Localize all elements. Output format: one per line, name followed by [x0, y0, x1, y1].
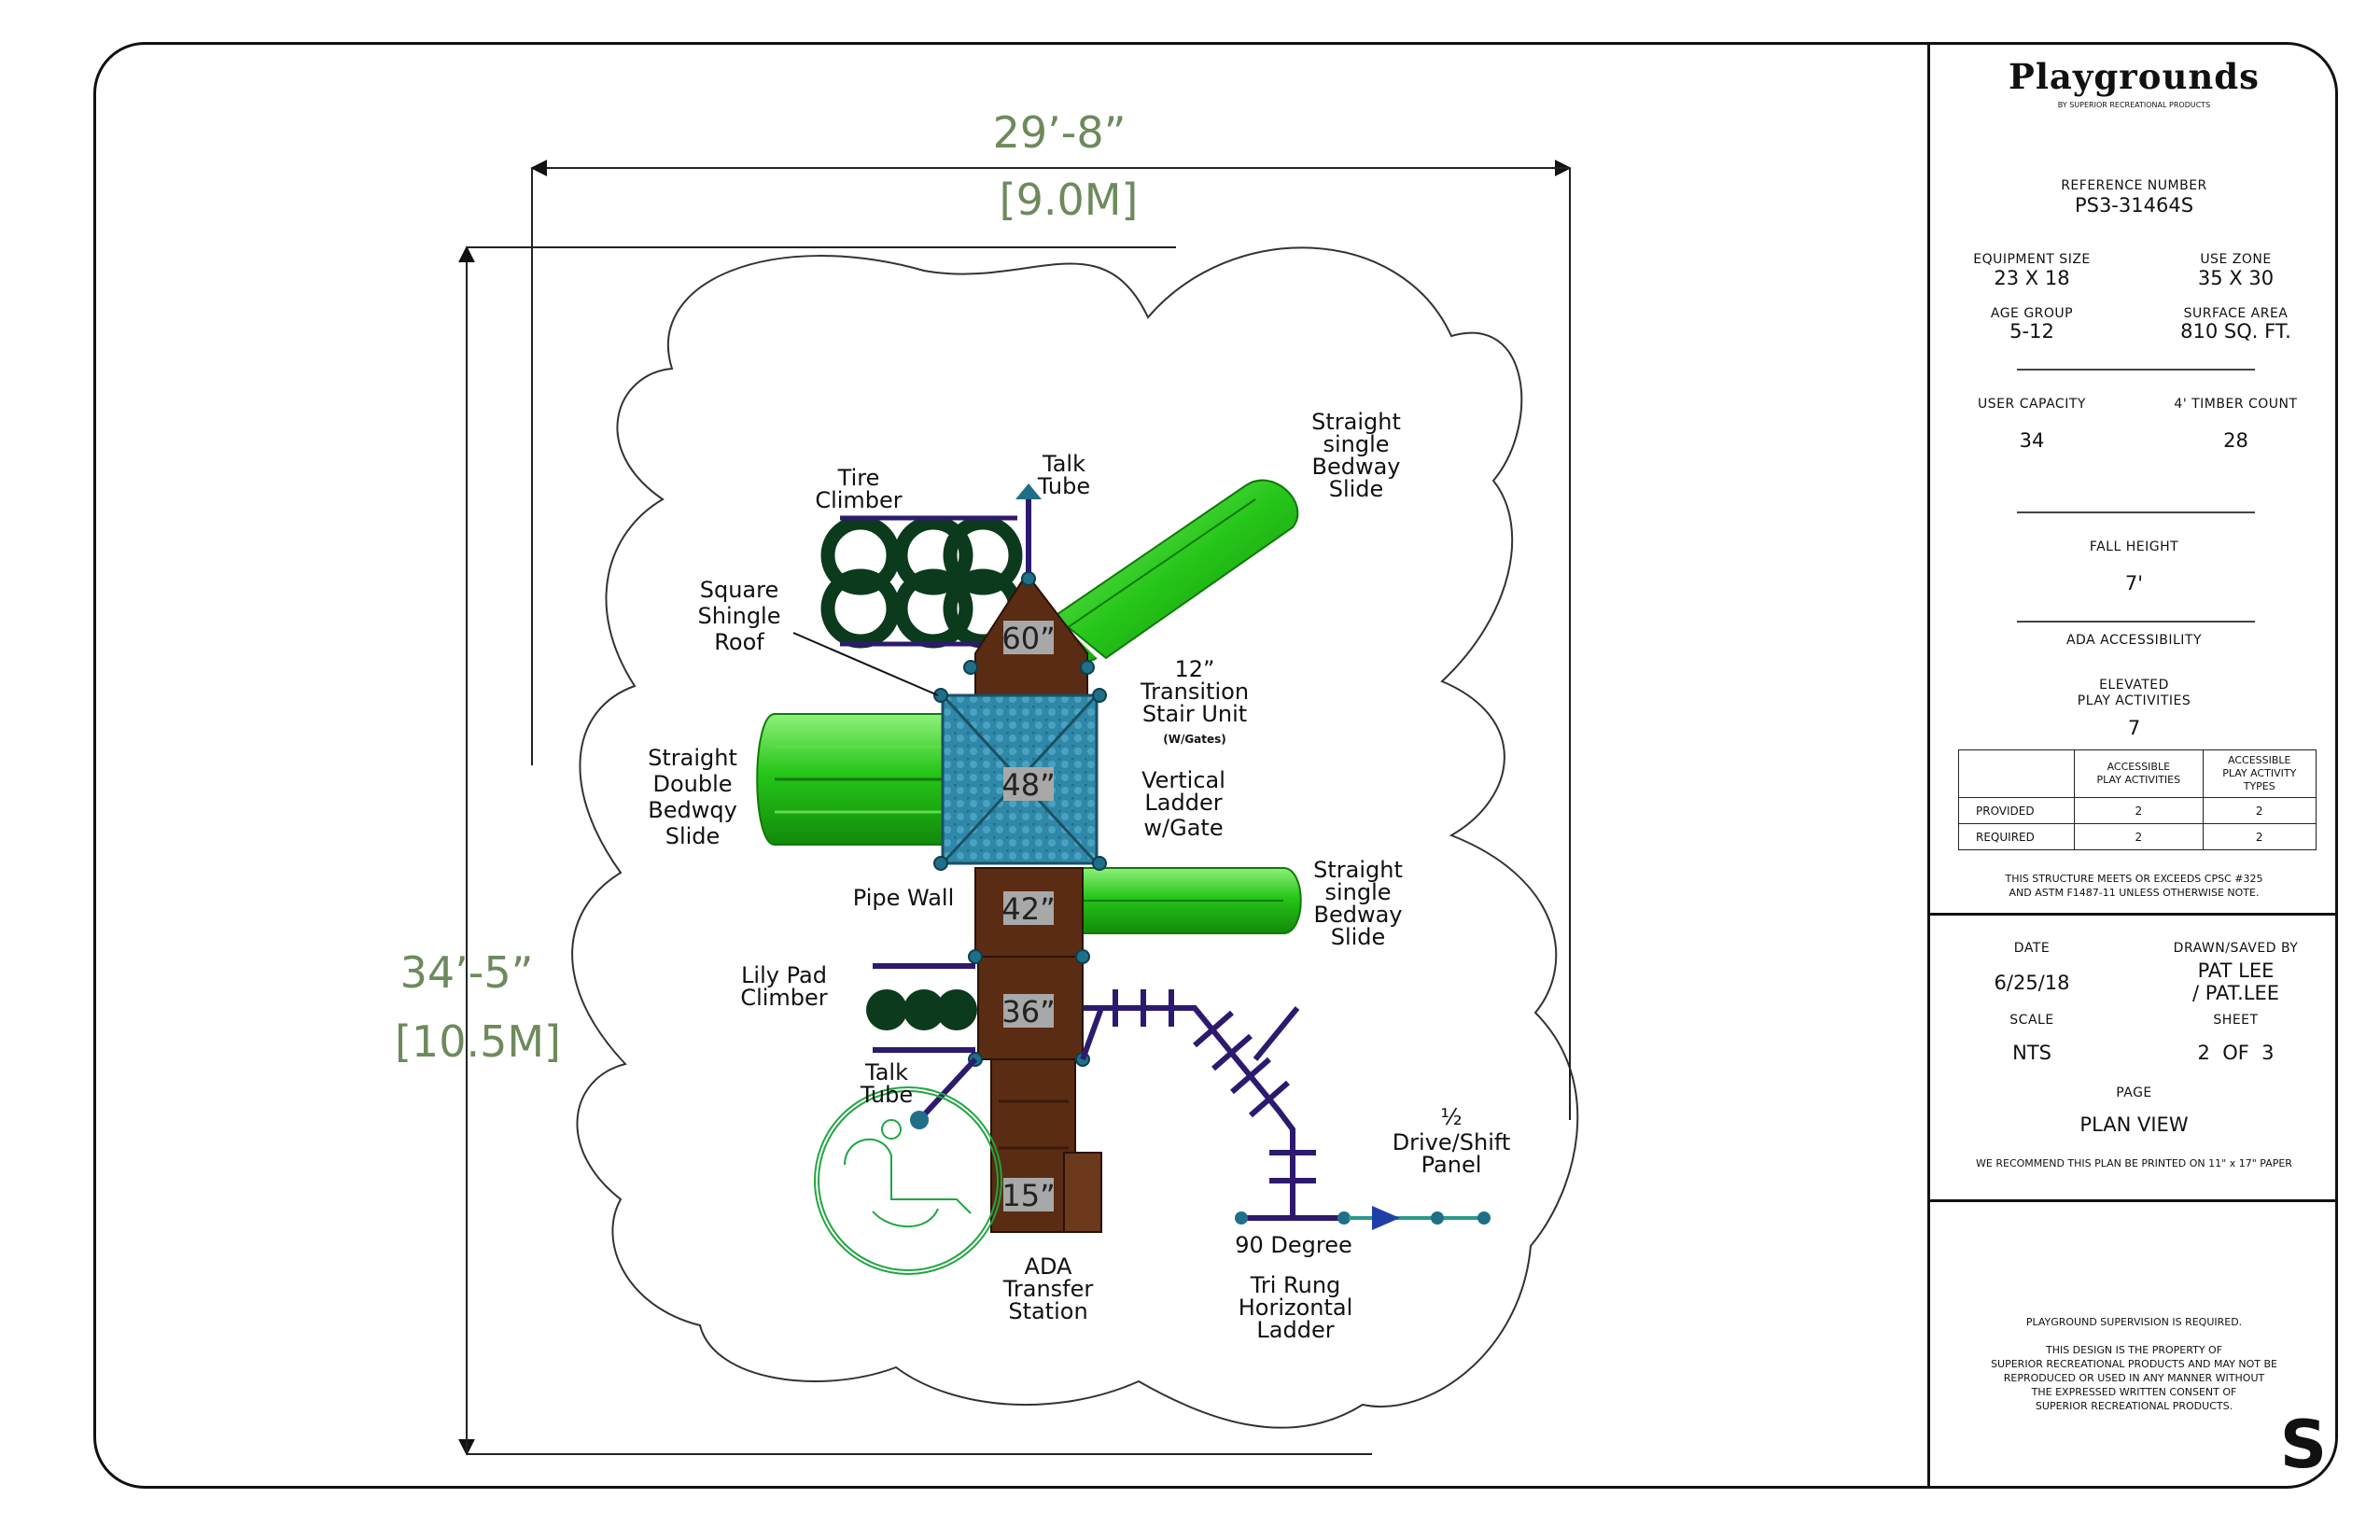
- divider-rule: [2017, 369, 2255, 371]
- callout-transition-stair-note: (W/Gates): [1163, 733, 1226, 746]
- width-m-label: [9.0M]: [1000, 175, 1139, 225]
- property-note-1: THIS DESIGN IS THE PROPERTY OF: [2045, 1344, 2223, 1356]
- drawn-value-2: / PAT.LEE: [2191, 982, 2280, 1004]
- property-note-5: SUPERIOR RECREATIONAL PRODUCTS.: [2035, 1400, 2233, 1412]
- drive-shift-panel: [1349, 1206, 1491, 1230]
- user-capacity-value: 34: [2019, 429, 2045, 452]
- double-slide: [756, 713, 948, 846]
- deck-height-60: 60”: [1001, 621, 1055, 656]
- divider-rule: [2017, 511, 2255, 513]
- brand-subtitle: BY SUPERIOR RECREATIONAL PRODUCTS: [2057, 101, 2211, 109]
- ada-table-corner: [1957, 749, 2076, 798]
- table-row: REQUIRED 2 2: [1957, 823, 2317, 850]
- superior-logo: S: [2279, 1407, 2328, 1483]
- page-label: PAGE: [2116, 1085, 2152, 1100]
- deck-height-42: 42”: [1001, 891, 1055, 927]
- drawn-label: DRAWN/SAVED BY: [2173, 941, 2299, 956]
- ada-accessibility-symbol: [814, 1086, 1002, 1275]
- width-dimension: [530, 160, 1572, 1120]
- supervision-note: PLAYGROUND SUPERVISION IS REQUIRED.: [2025, 1316, 2243, 1328]
- property-note-2: SUPERIOR RECREATIONAL PRODUCTS AND MAY N…: [1991, 1358, 2277, 1370]
- fall-height-value: 7': [2124, 572, 2144, 595]
- use-zone-value: 35 X 30: [2197, 267, 2275, 289]
- table-row: PROVIDED 2 2: [1957, 797, 2317, 824]
- scale-value: NTS: [2012, 1042, 2051, 1064]
- equipment-size-value: 23 X 18: [1994, 267, 2070, 289]
- brand-logo: Playgrounds: [2009, 56, 2260, 97]
- sheet-label: SHEET: [2213, 1013, 2259, 1028]
- print-note: WE RECOMMEND THIS PLAN BE PRINTED ON 11"…: [1976, 1157, 2292, 1169]
- equipment-size-label: EQUIPMENT SIZE: [1973, 252, 2091, 267]
- talk-tube-top: [1015, 483, 1042, 579]
- section-divider: [1930, 913, 2335, 916]
- deck-height-15: 15”: [1001, 1178, 1055, 1213]
- callout-90-degree: 90 Degree: [1235, 1232, 1352, 1258]
- width-ft-label: 29’-8”: [993, 107, 1127, 158]
- cpsc-note-2: AND ASTM F1487-11 UNLESS OTHERWISE NOTE.: [2009, 887, 2260, 899]
- lily-pad-climber: [866, 963, 977, 1053]
- elevated-label-2: PLAY ACTIVITIES: [2077, 693, 2191, 708]
- drawing-border: [93, 42, 2338, 1489]
- sheet-value: 2 OF 3: [2197, 1042, 2275, 1064]
- reference-label: REFERENCE NUMBER: [2061, 178, 2207, 193]
- deck-height-36: 36”: [1001, 994, 1055, 1029]
- timber-count-value: 28: [2223, 429, 2248, 452]
- height-ft-label: 34’-5”: [400, 947, 534, 998]
- date-label: DATE: [2013, 941, 2051, 956]
- timber-count-label: 4' TIMBER COUNT: [2174, 397, 2298, 412]
- callout-pipe-wall: Pipe Wall: [853, 885, 954, 911]
- deck-height-48: 48”: [1001, 767, 1055, 803]
- age-group-label: AGE GROUP: [1990, 306, 2074, 321]
- date-value: 6/25/18: [1994, 972, 2070, 994]
- surface-area-value: 810 SQ. FT.: [2180, 320, 2291, 343]
- title-block: Playgrounds BY SUPERIOR RECREATIONAL PRO…: [1927, 45, 2335, 1486]
- scale-label: SCALE: [2009, 1013, 2054, 1028]
- talk-tube-bottom: [910, 1057, 978, 1129]
- ada-label: ADA ACCESSIBILITY: [2065, 633, 2203, 648]
- elevated-value: 7: [2127, 717, 2141, 739]
- user-capacity-label: USER CAPACITY: [1978, 397, 2086, 412]
- use-zone-label: USE ZONE: [2200, 252, 2272, 267]
- property-note-4: THE EXPRESSED WRITTEN CONSENT OF: [2031, 1386, 2237, 1398]
- height-dimension: [458, 245, 1372, 1456]
- deck-height-labels: 60” 48” 42” 36” 15”: [1001, 621, 1056, 1213]
- elevated-label-1: ELEVATED: [2099, 678, 2169, 693]
- drawn-value-1: PAT LEE: [2197, 959, 2275, 982]
- property-note-3: REPRODUCED OR USED IN ANY MANNER WITHOUT: [2003, 1372, 2265, 1384]
- divider-rule: [2017, 621, 2255, 623]
- reference-value: PS3-31464S: [2074, 194, 2194, 217]
- slide-mid-right: [1072, 867, 1302, 934]
- fall-height-label: FALL HEIGHT: [2089, 539, 2179, 554]
- section-divider: [1930, 1199, 2335, 1202]
- page-value: PLAN VIEW: [2079, 1113, 2189, 1136]
- age-group-value: 5-12: [2009, 320, 2054, 343]
- cpsc-note-1: THIS STRUCTURE MEETS OR EXCEEDS CPSC #32…: [2005, 873, 2263, 885]
- tri-rung-horizontal-ladder: [1080, 989, 1344, 1221]
- surface-area-label: SURFACE AREA: [2183, 306, 2289, 321]
- height-m-label: [10.5M]: [395, 1016, 561, 1067]
